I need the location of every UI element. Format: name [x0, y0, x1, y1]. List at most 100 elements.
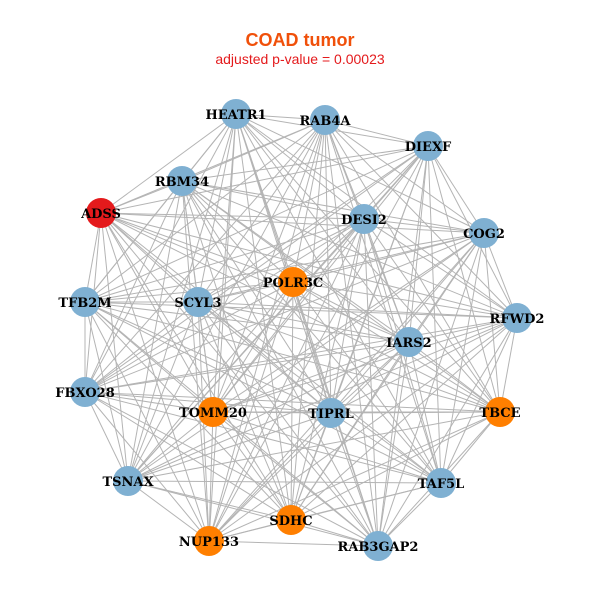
- edge-tsnax-taf5l: [127, 480, 442, 484]
- node-label: TAF5L: [418, 477, 464, 492]
- node-polr3c[interactable]: POLR3C: [263, 267, 323, 297]
- edge-cog2-scyl3: [197, 232, 485, 303]
- edge-polr3c-scyl3: [197, 281, 294, 303]
- edge-scyl3-fbxo28: [84, 301, 199, 393]
- node-cog2[interactable]: COG2: [463, 218, 505, 248]
- edge-rfwd2-tiprl: [330, 317, 518, 414]
- node-circle: [276, 505, 306, 535]
- node-label: POLR3C: [263, 276, 323, 291]
- node-label: HEATR1: [205, 108, 266, 123]
- figure-subtitle: adjusted p-value = 0.00023: [215, 51, 385, 67]
- node-tiprl[interactable]: TIPRL: [308, 398, 354, 428]
- node-label: TSNAX: [102, 475, 154, 490]
- edge-adss-rfwd2: [100, 212, 518, 319]
- edge-fbxo28-sdhc: [84, 391, 292, 521]
- node-adss[interactable]: ADSS: [80, 198, 121, 228]
- edge-adss-rab3gap2: [100, 212, 379, 547]
- node-label: SCYL3: [174, 296, 221, 311]
- edge-polr3c-fbxo28: [84, 281, 294, 393]
- node-label: RFWD2: [490, 312, 545, 327]
- node-circle: [167, 166, 197, 196]
- edge-rfwd2-taf5l: [440, 317, 518, 484]
- edge-heatr1-fbxo28: [84, 113, 237, 393]
- node-nup133[interactable]: NUP133: [179, 526, 239, 556]
- edge-rbm34-tiprl: [181, 180, 332, 414]
- edge-adss-nup133: [100, 212, 210, 542]
- node-heatr1[interactable]: HEATR1: [205, 99, 267, 129]
- node-circle: [70, 287, 100, 317]
- node-circle: [198, 397, 228, 427]
- edge-nup133-rab3gap2: [208, 540, 379, 547]
- edge-tsnax-nup133: [127, 480, 210, 542]
- edge-tfb2m-tsnax: [84, 301, 129, 482]
- edge-rab4a-adss: [100, 119, 326, 214]
- edge-rfwd2-iars2: [408, 317, 518, 343]
- edge-rfwd2-sdhc: [290, 317, 518, 521]
- edge-heatr1-taf5l: [235, 113, 442, 484]
- node-rfwd2[interactable]: RFWD2: [490, 303, 545, 333]
- edge-scyl3-tomm20: [197, 301, 214, 413]
- edge-tbce-sdhc: [290, 411, 501, 521]
- edge-tfb2m-nup133: [84, 301, 210, 542]
- edge-rab4a-nup133: [208, 119, 326, 542]
- edge-scyl3-rab3gap2: [197, 301, 379, 547]
- node-circle: [278, 267, 308, 297]
- edge-polr3c-sdhc: [290, 281, 294, 521]
- node-label: SDHC: [269, 514, 312, 529]
- node-tomm20[interactable]: TOMM20: [179, 397, 247, 427]
- edge-iars2-tbce: [408, 341, 501, 413]
- edge-iars2-sdhc: [290, 341, 410, 521]
- edge-rfwd2-rab3gap2: [377, 317, 518, 547]
- edge-polr3c-rfwd2: [292, 281, 518, 319]
- edge-adss-cog2: [100, 212, 485, 234]
- node-circle: [183, 287, 213, 317]
- edge-rfwd2-tbce: [499, 317, 518, 413]
- edge-adss-tfb2m: [84, 212, 102, 303]
- node-rbm34[interactable]: RBM34: [155, 166, 209, 196]
- node-iars2[interactable]: IARS2: [386, 327, 432, 357]
- edge-rbm34-taf5l: [181, 180, 442, 484]
- node-circle: [363, 531, 393, 561]
- node-taf5l[interactable]: TAF5L: [418, 468, 464, 498]
- node-circle: [194, 526, 224, 556]
- edge-tfb2m-iars2: [84, 301, 410, 343]
- node-sdhc[interactable]: SDHC: [269, 505, 313, 535]
- node-diexf[interactable]: DIEXF: [405, 131, 452, 161]
- edge-scyl3-iars2: [197, 301, 410, 343]
- edge-heatr1-adss: [100, 113, 237, 214]
- edge-scyl3-tsnax: [127, 301, 199, 482]
- edge-tbce-nup133: [208, 411, 501, 542]
- node-circle: [394, 327, 424, 357]
- node-tbce[interactable]: TBCE: [479, 397, 521, 427]
- edge-cog2-rfwd2: [483, 232, 518, 319]
- edge-tfb2m-rfwd2: [84, 301, 518, 319]
- node-circle: [310, 105, 340, 135]
- edge-desi2-nup133: [208, 218, 365, 542]
- edge-desi2-iars2: [363, 218, 410, 343]
- edge-desi2-rfwd2: [363, 218, 518, 319]
- node-label: TBCE: [479, 406, 520, 421]
- node-circle: [502, 303, 532, 333]
- edge-fbxo28-tsnax: [84, 391, 129, 482]
- edge-rbm34-nup133: [181, 180, 210, 542]
- edge-fbxo28-nup133: [84, 391, 210, 542]
- node-fbxo28[interactable]: FBXO28: [55, 377, 115, 407]
- node-rab4a[interactable]: RAB4A: [299, 105, 351, 135]
- node-desi2[interactable]: DESI2: [341, 204, 387, 234]
- node-rab3gap2[interactable]: RAB3GAP2: [338, 531, 419, 561]
- edge-polr3c-tiprl: [292, 281, 332, 414]
- edge-fbxo28-tomm20: [84, 391, 214, 413]
- node-scyl3[interactable]: SCYL3: [174, 287, 222, 317]
- edge-tfb2m-tbce: [84, 301, 501, 413]
- edge-iars2-fbxo28: [84, 341, 410, 393]
- node-tfb2m[interactable]: TFB2M: [58, 287, 112, 317]
- edge-rab4a-polr3c: [292, 119, 326, 283]
- node-circle: [221, 99, 251, 129]
- edge-rbm34-polr3c: [181, 180, 294, 283]
- edge-tfb2m-rab3gap2: [84, 301, 379, 547]
- node-circle: [469, 218, 499, 248]
- edge-rab4a-tsnax: [127, 119, 326, 482]
- node-label: RAB4A: [299, 114, 351, 129]
- edge-adss-desi2: [100, 212, 365, 220]
- node-tsnax[interactable]: TSNAX: [102, 466, 154, 496]
